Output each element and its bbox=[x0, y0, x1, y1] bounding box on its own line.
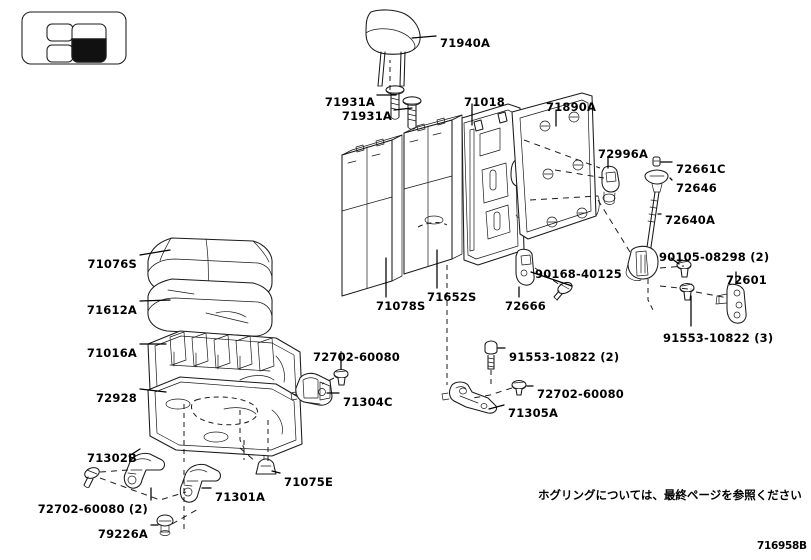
front-leg-bracket-art bbox=[123, 452, 165, 489]
part-callout-71652S[interactable]: 71652S bbox=[427, 290, 477, 304]
footnote-text: ホグリングについては、最終ページを参照ください bbox=[538, 488, 802, 502]
part-callout-71890A[interactable]: 71890A bbox=[546, 100, 597, 114]
part-callout-71075E[interactable]: 71075E bbox=[284, 475, 334, 489]
flange-bolt-2-art bbox=[679, 282, 695, 301]
part-callout-71016A[interactable]: 71016A bbox=[86, 346, 137, 360]
belt-guide-retainer-art bbox=[515, 248, 535, 286]
seat-belt-clip-art bbox=[652, 156, 661, 167]
part-callout-90105-08298[interactable]: 90105-08298 (2) bbox=[659, 250, 770, 264]
part-callout-71301A[interactable]: 71301A bbox=[215, 490, 266, 504]
seat-cushion-under-pan-art bbox=[147, 376, 303, 457]
part-callout-71304C[interactable]: 71304C bbox=[343, 395, 393, 409]
headrest-support-screw-2-art bbox=[402, 96, 422, 130]
part-callout-91553-10822-3[interactable]: 91553-10822 (3) bbox=[663, 331, 774, 345]
seat-belt-webbing-art bbox=[625, 191, 660, 281]
part-callout-72928[interactable]: 72928 bbox=[95, 391, 137, 405]
part-callout-71612A[interactable]: 71612A bbox=[86, 303, 137, 317]
seatback-pad-art bbox=[403, 114, 463, 275]
part-callout-72640A[interactable]: 72640A bbox=[665, 213, 716, 227]
part-callout-71076S[interactable]: 71076S bbox=[87, 257, 137, 271]
part-callout-72996A[interactable]: 72996A bbox=[598, 147, 649, 161]
seat-cover-clip-art bbox=[255, 454, 277, 475]
screw-72702-mid-art bbox=[333, 368, 349, 386]
part-callout-72646[interactable]: 72646 bbox=[676, 181, 718, 195]
seatback-board-art bbox=[511, 92, 600, 240]
part-callout-91553-10822-2[interactable]: 91553-10822 (2) bbox=[509, 350, 620, 364]
leader-lines bbox=[128, 35, 737, 526]
part-callout-71305A[interactable]: 71305A bbox=[508, 406, 559, 420]
headrest-assembly-art bbox=[365, 9, 421, 87]
part-callout-71078S[interactable]: 71078S bbox=[376, 299, 426, 313]
assembly-dashed-lines bbox=[99, 60, 729, 530]
part-callout-72601[interactable]: 72601 bbox=[726, 273, 768, 287]
seat-belt-anchor-bracket-art bbox=[715, 283, 747, 324]
seat-belt-cover-art bbox=[644, 169, 669, 193]
headrest-support-screw-1-art bbox=[385, 85, 405, 120]
rear-leg-bracket-art bbox=[179, 463, 221, 503]
drawing-reference-code: 716958B bbox=[757, 540, 807, 552]
seatback-cover-art bbox=[341, 134, 403, 297]
seat-leg-bracket-center-art bbox=[441, 381, 498, 414]
part-callout-72702-60080-m[interactable]: 72702-60080 bbox=[313, 350, 400, 364]
part-callout-72661C[interactable]: 72661C bbox=[676, 162, 726, 176]
flange-bolt-1-art bbox=[676, 259, 692, 278]
part-callout-90168-40125[interactable]: 90168-40125 bbox=[535, 267, 622, 281]
seat-cushion-pad-art bbox=[147, 278, 273, 337]
seat-hinge-assembly-art bbox=[290, 372, 333, 406]
screw-72702-center-art bbox=[511, 379, 527, 396]
grommet-art bbox=[156, 514, 174, 536]
part-callout-72702-60080-c[interactable]: 72702-60080 bbox=[537, 387, 624, 401]
bolt-91553-2-art bbox=[484, 340, 498, 370]
striker-bracket-art bbox=[601, 165, 620, 205]
part-callout-71931A-1[interactable]: 71931A bbox=[324, 95, 375, 109]
part-callout-79226A[interactable]: 79226A bbox=[97, 527, 148, 541]
part-callout-72702-60080-2[interactable]: 72702-60080 (2) bbox=[37, 502, 148, 516]
part-callout-72666[interactable]: 72666 bbox=[505, 299, 547, 313]
screw-72702-bottomleft-art bbox=[83, 467, 100, 488]
part-callout-71302B[interactable]: 71302B bbox=[87, 451, 137, 465]
seat-position-indicator-icon bbox=[21, 11, 127, 65]
part-callout-71940A[interactable]: 71940A bbox=[440, 36, 491, 50]
part-callout-71931A-2[interactable]: 71931A bbox=[341, 109, 392, 123]
part-callout-71018[interactable]: 71018 bbox=[464, 95, 506, 109]
